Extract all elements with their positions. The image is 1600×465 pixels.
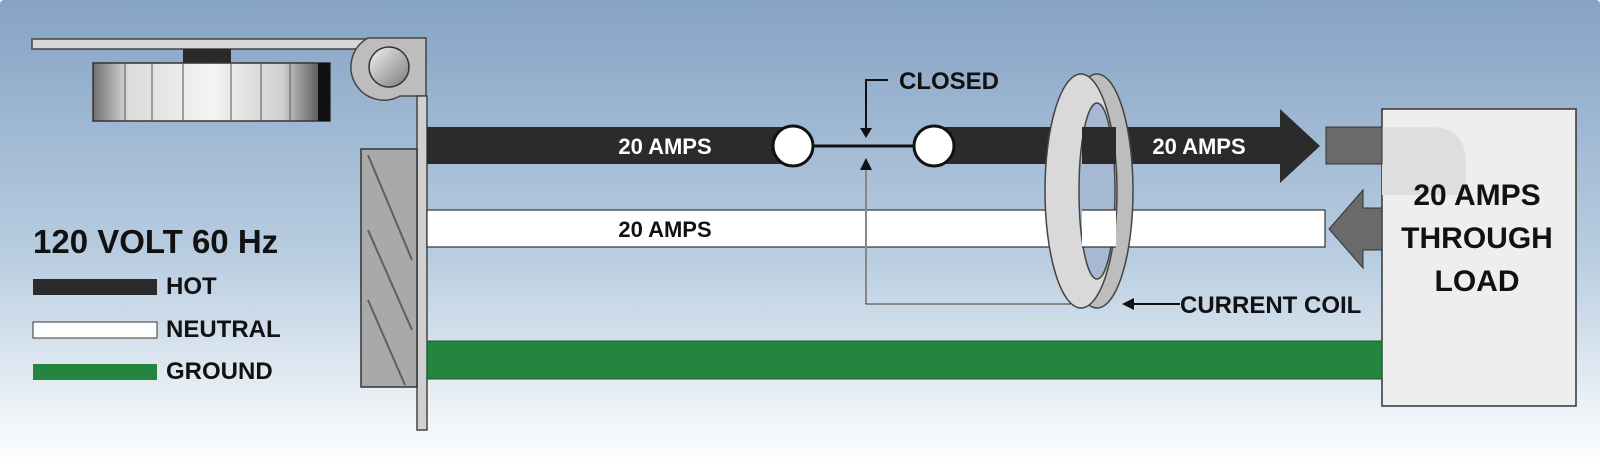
housing-stripe [367, 154, 413, 261]
coil-feedback-line-core [865, 168, 1077, 305]
neutral-return-arrow [1328, 188, 1383, 270]
legend-hot-label: HOT [166, 273, 217, 300]
hot-left-amps-label: 20 AMPS [618, 134, 711, 159]
voltage-title: 120 VOLT 60 Hz [33, 223, 278, 260]
drum-end [318, 63, 330, 121]
lever-block [183, 49, 231, 63]
trip-lever-mechanism [31, 37, 427, 122]
solenoid-drum [92, 62, 331, 122]
coil-pointer-head [1122, 298, 1134, 310]
housing-stripe [367, 229, 413, 331]
load-line-1: 20 AMPS [1413, 179, 1540, 212]
closed-label: CLOSED [899, 68, 999, 95]
hot-flow-arrow [1280, 109, 1320, 183]
legend-ground-label: GROUND [166, 358, 273, 385]
hot-right-amps-label: 20 AMPS [1152, 134, 1245, 159]
contact-left [771, 124, 815, 168]
housing-stripe [367, 299, 406, 386]
load-plug-shadow [1382, 127, 1466, 195]
receptacle-plate [360, 95, 428, 431]
ground-wire [426, 340, 1383, 380]
current-coil-label: CURRENT COIL [1180, 292, 1361, 319]
hot-wire-left [427, 127, 793, 164]
contact-right [912, 124, 956, 168]
legend-swatch-hot [33, 279, 157, 295]
load-input-terminal [1325, 126, 1383, 165]
legend-neutral-label: NEUTRAL [166, 316, 281, 343]
neutral-wire [426, 209, 1326, 248]
legend-swatch-neutral [32, 321, 158, 339]
load-line-2: THROUGH [1401, 222, 1553, 255]
legend-swatch-ground [33, 364, 157, 380]
lever-arm [31, 38, 383, 50]
closed-pointer-head [860, 128, 872, 138]
current-coil-toroid [1044, 73, 1134, 309]
feedback-arrowhead [860, 158, 872, 170]
closed-pointer [865, 79, 888, 132]
plate-vertical [416, 95, 428, 431]
neutral-wire-through-coil [1082, 210, 1116, 247]
neutral-amps-label: 20 AMPS [618, 217, 711, 242]
pivot-knob [368, 46, 410, 88]
coil-housing [360, 148, 418, 388]
hot-wire-through-coil [1082, 127, 1116, 164]
load-line-3: LOAD [1435, 265, 1520, 298]
